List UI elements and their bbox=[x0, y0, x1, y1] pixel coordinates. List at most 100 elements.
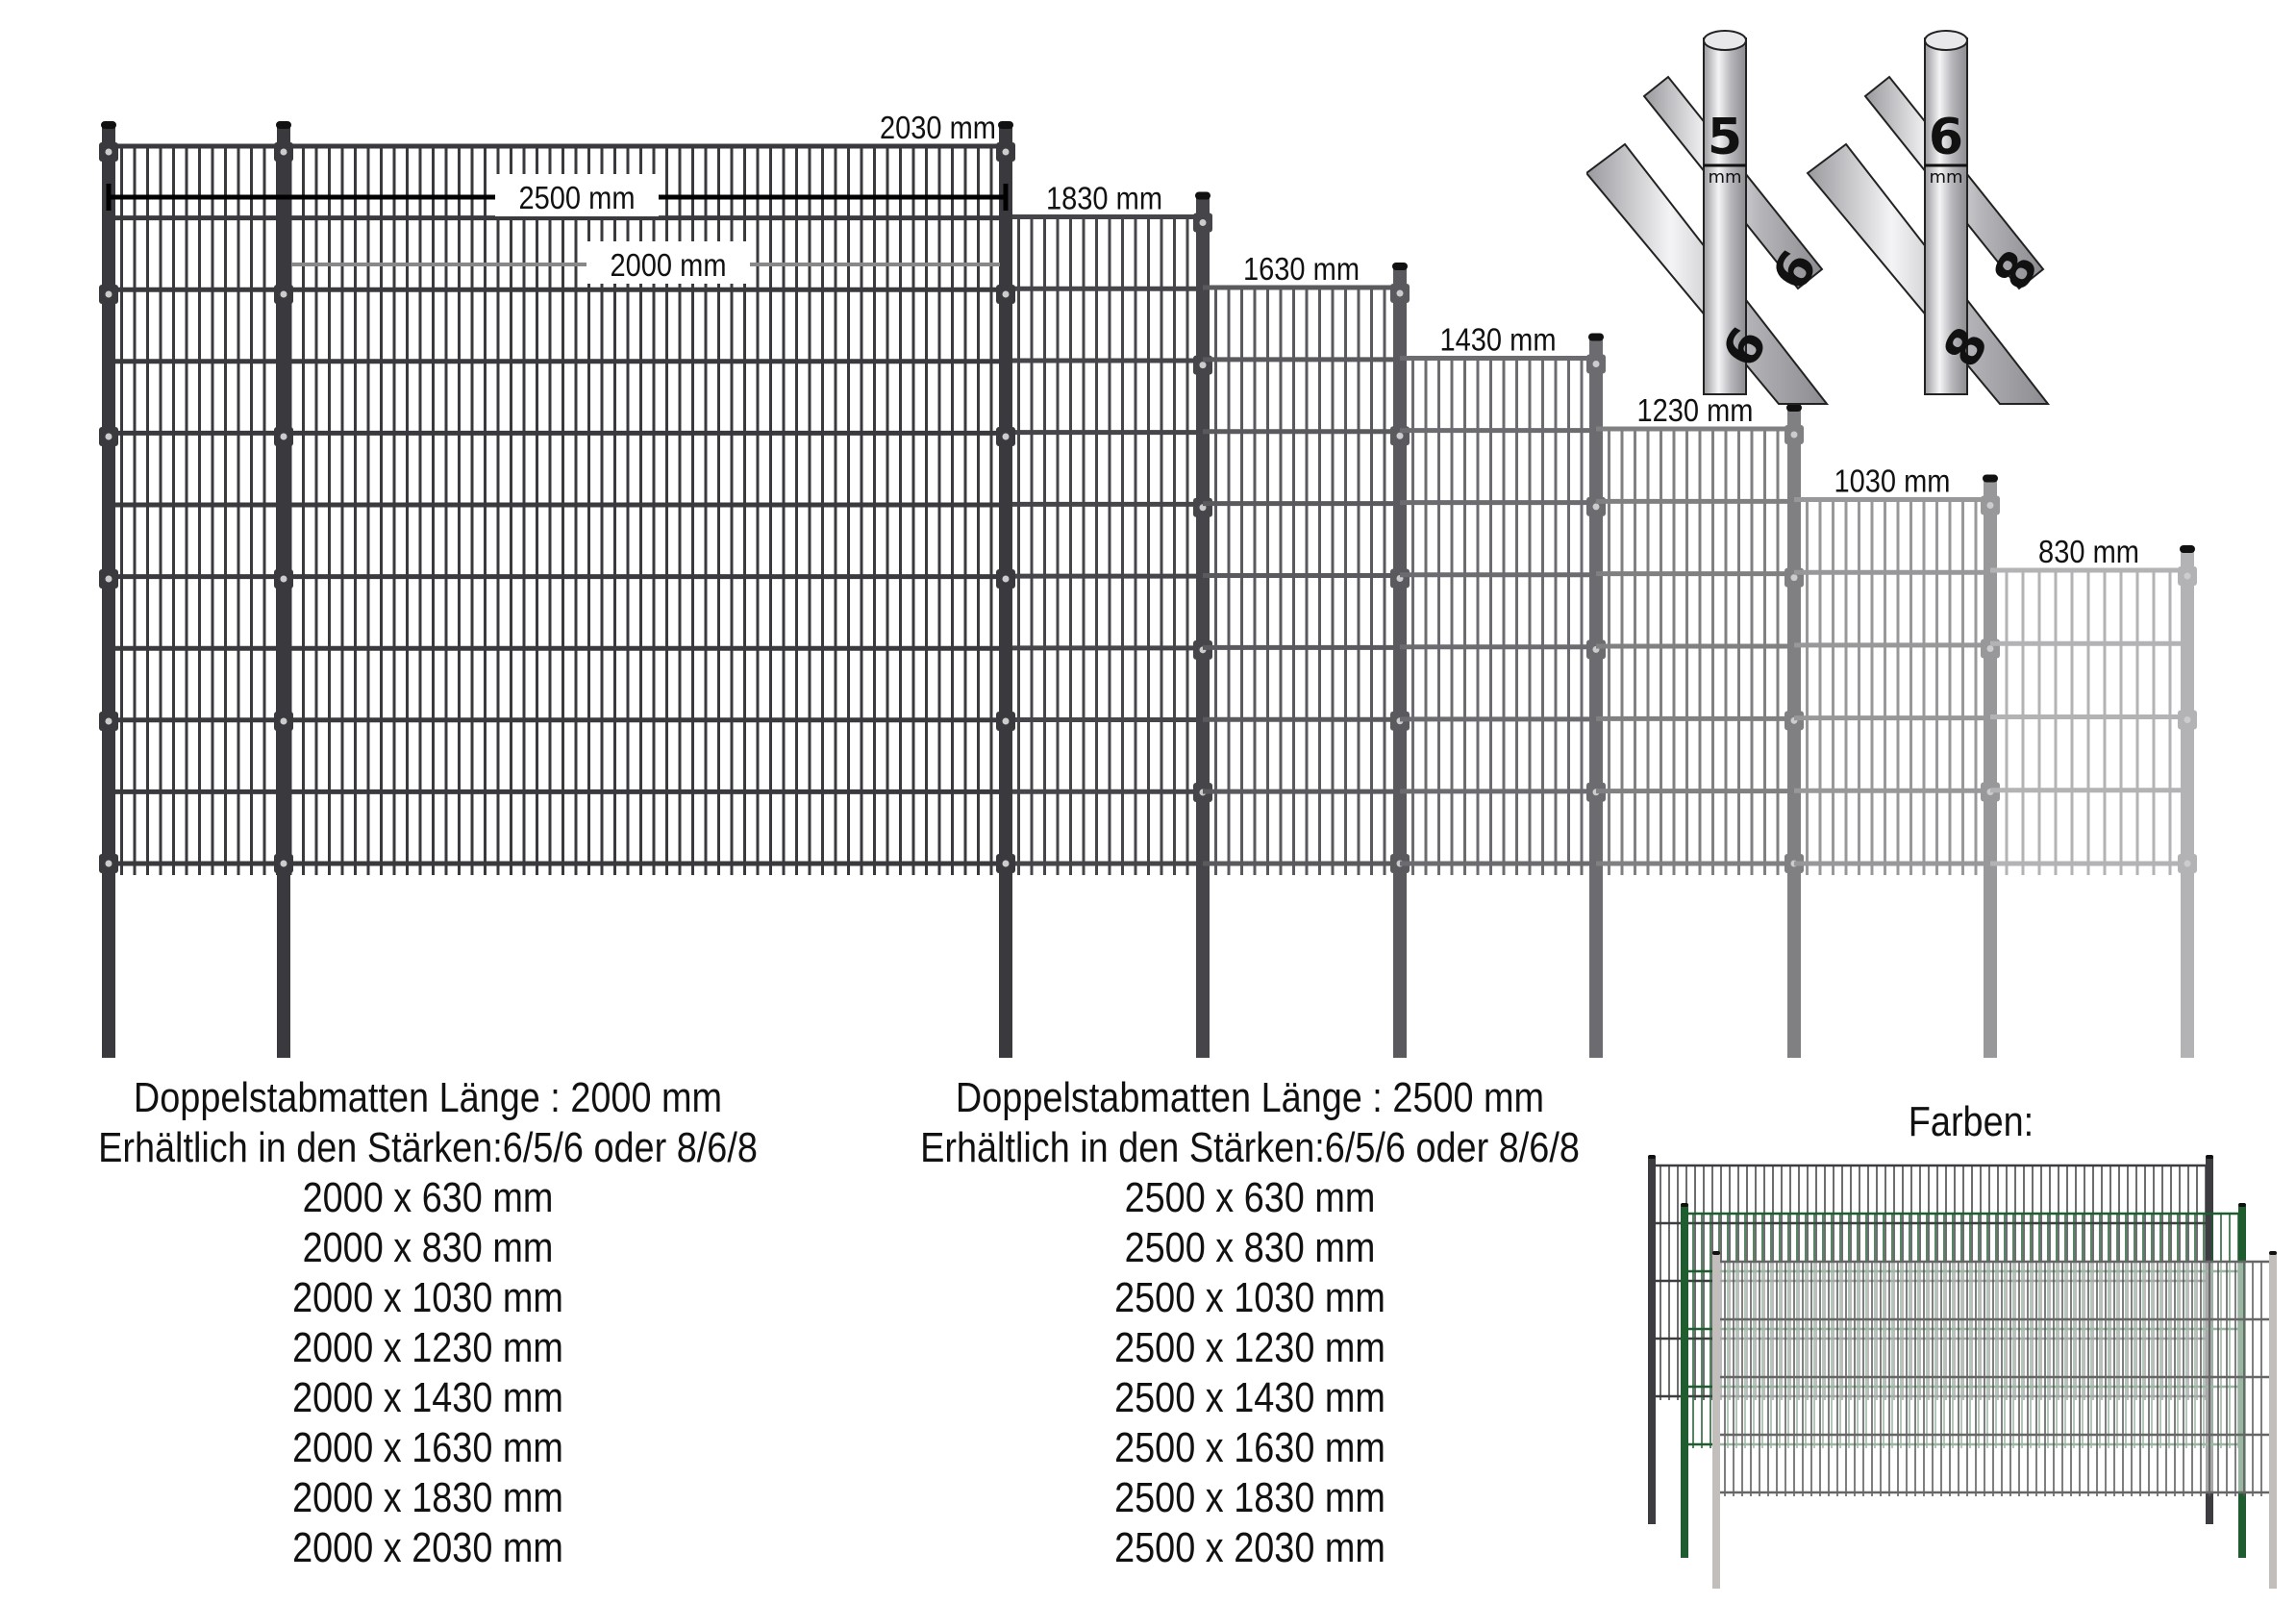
clamp-bolt bbox=[280, 148, 287, 156]
size-item: 2000 x 1230 mm bbox=[292, 1324, 563, 1371]
post-cap bbox=[101, 121, 116, 129]
post bbox=[2269, 1254, 2277, 1589]
label-bg bbox=[586, 241, 750, 284]
fence-post bbox=[1784, 403, 1804, 1059]
vertical-thickness-label: 5 bbox=[1708, 109, 1742, 166]
post-body bbox=[1196, 195, 1210, 1058]
spec-2500-title: Doppelstabmatten Länge : 2500 mm bbox=[955, 1074, 1545, 1121]
clamp-bolt bbox=[2184, 572, 2191, 580]
fence-post bbox=[274, 121, 293, 1058]
color-variants-illustration bbox=[1648, 1155, 2277, 1589]
clamp-bolt bbox=[1986, 501, 1994, 509]
size-item: 2500 x 1830 mm bbox=[1114, 1474, 1385, 1521]
size-item: 2500 x 1030 mm bbox=[1114, 1274, 1385, 1321]
fence-panel-1230 bbox=[1596, 426, 1794, 875]
vertical-wire bbox=[1703, 38, 1747, 395]
vertical-thickness-label: 6 bbox=[1929, 109, 1963, 166]
clamp-bolt bbox=[2184, 860, 2191, 867]
unit-label: mm bbox=[1708, 167, 1741, 188]
clamp-bolt bbox=[105, 860, 112, 867]
clamp-bolt bbox=[105, 575, 112, 583]
post-body bbox=[1984, 478, 1997, 1058]
wire-end bbox=[1924, 30, 1968, 51]
clamp-bolt bbox=[1592, 503, 1600, 511]
clamp-bolt bbox=[1986, 644, 1994, 652]
size-item: 2500 x 830 mm bbox=[1124, 1224, 1376, 1271]
clamp-bolt bbox=[105, 433, 112, 440]
spec-2500-subtitle: Erhältlich in den Stärken:6/5/6 oder 8/6… bbox=[920, 1124, 1580, 1171]
post bbox=[1648, 1158, 1656, 1524]
post bbox=[1712, 1254, 1720, 1589]
clamp-bolt bbox=[1002, 860, 1010, 867]
fence-panel-2030 bbox=[109, 143, 1006, 875]
clamp-bolt bbox=[280, 290, 287, 298]
spec-2000-column: Doppelstabmatten Länge : 2000 mm Erhältl… bbox=[60, 1073, 795, 1573]
color-variant-silver bbox=[1712, 1251, 2277, 1589]
height-label: 1430 mm bbox=[1439, 322, 1556, 358]
clamp-bolt bbox=[1396, 289, 1404, 297]
size-item: 2500 x 630 mm bbox=[1124, 1174, 1376, 1221]
fence-panel-1430 bbox=[1400, 355, 1596, 875]
fence-post bbox=[1981, 474, 2000, 1058]
fence-post bbox=[2178, 544, 2197, 1058]
clamp-bolt bbox=[2184, 715, 2191, 723]
spec-2000-subtitle: Erhältlich in den Stärken:6/5/6 oder 8/6… bbox=[98, 1124, 758, 1171]
vertical-wire bbox=[1924, 38, 1968, 395]
size-item: 2000 x 1430 mm bbox=[292, 1374, 563, 1421]
size-item: 2000 x 630 mm bbox=[302, 1174, 554, 1221]
clamp-bolt bbox=[1002, 148, 1010, 156]
post-cap bbox=[1195, 191, 1210, 200]
clamp-bolt bbox=[280, 860, 287, 867]
height-label: 830 mm bbox=[2038, 534, 2139, 569]
clamp-bolt bbox=[1790, 431, 1798, 439]
size-item: 2000 x 1030 mm bbox=[292, 1274, 563, 1321]
fence-post bbox=[99, 121, 118, 1058]
clamp-bolt bbox=[105, 717, 112, 725]
size-item: 2000 x 830 mm bbox=[302, 1224, 554, 1271]
post-body bbox=[2181, 548, 2194, 1058]
clamp-bolt bbox=[105, 148, 112, 156]
post-cap bbox=[1712, 1251, 1720, 1255]
fence-panel-1830 bbox=[1006, 213, 1203, 875]
clamp-bolt bbox=[1396, 432, 1404, 439]
fence-panel-1630 bbox=[1203, 285, 1400, 875]
post-cap bbox=[1392, 262, 1408, 270]
post-cap bbox=[2238, 1203, 2246, 1207]
colors-title: Farben: bbox=[1908, 1098, 2034, 1145]
post-body bbox=[277, 125, 290, 1058]
post bbox=[1681, 1206, 1688, 1558]
clamp-bolt bbox=[280, 433, 287, 440]
post-body bbox=[102, 125, 115, 1058]
fence-panel-830 bbox=[1990, 567, 2187, 875]
post-cap bbox=[1786, 403, 1802, 412]
size-item: 2500 x 1430 mm bbox=[1114, 1374, 1385, 1421]
clamp-bolt bbox=[1002, 290, 1010, 298]
post-cap bbox=[2269, 1251, 2277, 1255]
clamp-bolt bbox=[1199, 218, 1207, 226]
spec-2000-title: Doppelstabmatten Länge : 2000 mm bbox=[133, 1074, 723, 1121]
size-item: 2500 x 1230 mm bbox=[1114, 1324, 1385, 1371]
unit-label: mm bbox=[1929, 167, 1962, 188]
wire-end bbox=[1703, 30, 1747, 51]
fence-post bbox=[1586, 333, 1606, 1058]
post-body bbox=[1787, 407, 1801, 1059]
height-label: 2030 mm bbox=[880, 110, 996, 145]
size-item: 2000 x 2030 mm bbox=[292, 1524, 563, 1571]
post-cap bbox=[1681, 1203, 1688, 1207]
post-cap bbox=[1983, 474, 1998, 483]
fence-post bbox=[996, 121, 1015, 1058]
post-body bbox=[999, 125, 1012, 1058]
post-body bbox=[1393, 265, 1407, 1058]
height-label: 1630 mm bbox=[1243, 251, 1360, 287]
post-cap bbox=[1648, 1155, 1656, 1159]
clamp-bolt bbox=[1002, 575, 1010, 583]
clamp-bolt bbox=[1790, 574, 1798, 582]
size-item: 2000 x 1630 mm bbox=[292, 1424, 563, 1471]
size-item: 2500 x 1630 mm bbox=[1114, 1424, 1385, 1471]
size-item: 2000 x 1830 mm bbox=[292, 1474, 563, 1521]
width-label-2000: 2000 mm bbox=[610, 247, 726, 283]
clamp-bolt bbox=[280, 575, 287, 583]
